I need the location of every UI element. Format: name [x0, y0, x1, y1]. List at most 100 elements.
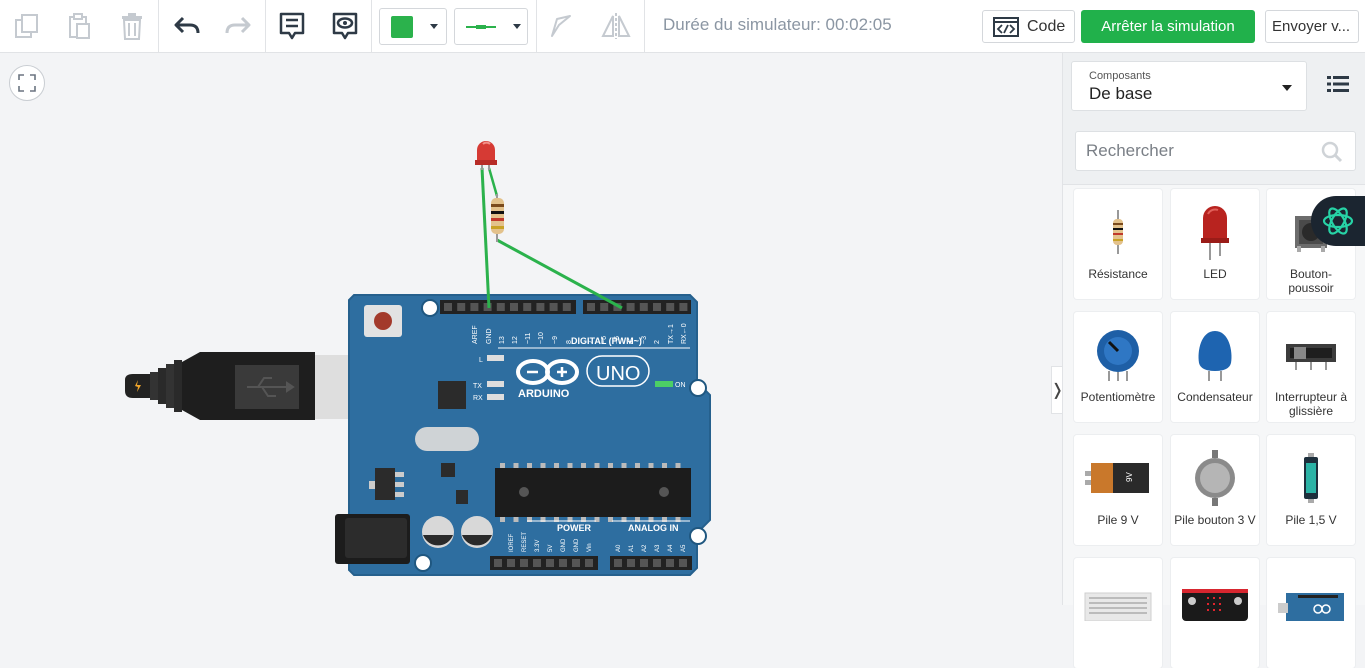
header-pin[interactable]: [444, 303, 452, 311]
component-led[interactable]: LED: [1171, 189, 1259, 299]
header-pin[interactable]: [585, 559, 593, 567]
chip-pin: [567, 463, 573, 468]
flip-button[interactable]: [598, 0, 634, 52]
analog-header-label: ANALOG IN: [628, 523, 679, 533]
visibility-button[interactable]: [328, 0, 362, 52]
wires[interactable]: [480, 167, 623, 310]
ai-assistant-icon: [1322, 207, 1354, 235]
chip-pin: [662, 463, 667, 468]
header-pin[interactable]: [507, 559, 515, 567]
component-microbit[interactable]: [1171, 558, 1259, 668]
component-potentiometer[interactable]: Potentiomètre: [1074, 312, 1162, 422]
header-pin[interactable]: [470, 303, 479, 311]
battery-9v-icon: 9V: [1085, 463, 1149, 493]
slide-switch-icon: [1286, 344, 1336, 370]
components-category-select[interactable]: Composants De base: [1071, 61, 1307, 111]
pin-label: ~5: [614, 336, 621, 344]
component-slide-switch[interactable]: Interrupteur à glissière: [1267, 312, 1355, 422]
header-pin[interactable]: [679, 559, 687, 567]
header-pin[interactable]: [457, 303, 466, 311]
pin-label: ~6: [601, 336, 608, 344]
stop-simulation-button[interactable]: Arrêter la simulation: [1081, 10, 1255, 43]
header-pin[interactable]: [666, 303, 675, 311]
header-pin[interactable]: [559, 559, 567, 567]
component-9v-battery[interactable]: 9V Pile 9 V: [1074, 435, 1162, 545]
chip-pin: [594, 517, 600, 522]
header-pin[interactable]: [626, 303, 635, 311]
delete-button[interactable]: [115, 0, 149, 52]
chip-pin: [648, 463, 654, 468]
redo-icon: [225, 16, 251, 34]
component-resistor[interactable]: Résistance: [1074, 189, 1162, 299]
header-pin[interactable]: [614, 559, 622, 567]
component-breadboard[interactable]: [1074, 558, 1162, 668]
header-pin[interactable]: [679, 303, 688, 311]
usb-icon: [247, 377, 295, 397]
chevron-down-icon: [513, 24, 521, 29]
header-pin[interactable]: [520, 559, 528, 567]
pin-label: IOREF: [509, 533, 515, 552]
send-to-button[interactable]: Envoyer v...: [1265, 10, 1359, 43]
search-icon[interactable]: [1321, 141, 1343, 163]
led-icon: [1201, 206, 1229, 260]
component-label: Pile 1,5 V: [1285, 513, 1337, 527]
header-pin[interactable]: [600, 303, 609, 311]
pin-label: 13: [499, 336, 506, 344]
resistor[interactable]: [491, 194, 504, 242]
component-aa-battery[interactable]: Pile 1,5 V: [1267, 435, 1355, 545]
paste-icon: [69, 13, 90, 39]
header-pin[interactable]: [523, 303, 532, 311]
undo-button[interactable]: [170, 0, 204, 52]
rx-led-label: RX: [473, 395, 483, 402]
pin-label: 4: [628, 340, 635, 344]
zoom-to-fit-button[interactable]: [9, 65, 45, 101]
chip-pin: [581, 517, 586, 522]
header-pin[interactable]: [496, 303, 505, 311]
list-view-button[interactable]: [1327, 75, 1349, 98]
header-pin[interactable]: [627, 559, 635, 567]
l-led-label: L: [479, 357, 483, 364]
component-capacitor[interactable]: Condensateur: [1171, 312, 1259, 422]
component-label: Résistance: [1088, 267, 1148, 281]
red-led[interactable]: [475, 141, 497, 170]
rotate-button[interactable]: [544, 0, 578, 52]
chip-pin: [527, 517, 532, 522]
chip-pin: [527, 463, 532, 468]
copy-button[interactable]: [10, 0, 44, 52]
header-pin[interactable]: [653, 303, 661, 311]
header-pin[interactable]: [640, 559, 648, 567]
header-pin[interactable]: [562, 303, 571, 311]
color-picker-dropdown[interactable]: [379, 8, 447, 45]
header-pin[interactable]: [546, 559, 554, 567]
components-panel: Composants De base Résistance LED Bouton…: [1062, 53, 1365, 668]
wire-style-dropdown[interactable]: [454, 8, 528, 45]
notes-button[interactable]: [275, 0, 309, 52]
ai-assistant-button[interactable]: [1311, 196, 1365, 246]
header-pin[interactable]: [549, 303, 558, 311]
chip-pin: [635, 517, 640, 522]
code-button[interactable]: Code: [982, 10, 1075, 43]
header-pin[interactable]: [653, 559, 661, 567]
component-coin-battery[interactable]: Pile bouton 3 V: [1171, 435, 1259, 545]
header-pin[interactable]: [639, 303, 648, 311]
redo-button[interactable]: [221, 0, 255, 52]
header-pin[interactable]: [536, 303, 545, 311]
chip-pin: [648, 517, 654, 522]
header-pin[interactable]: [510, 303, 518, 311]
header-pin[interactable]: [533, 559, 541, 567]
component-arduino[interactable]: [1267, 558, 1355, 668]
chevron-right-icon: ❭: [1050, 382, 1065, 399]
header-pin[interactable]: [572, 559, 580, 567]
header-pin[interactable]: [494, 559, 502, 567]
header-pin[interactable]: [666, 559, 674, 567]
search-input[interactable]: [1076, 132, 1306, 170]
pin-label: ~3: [641, 336, 648, 344]
rotate-icon: [551, 15, 571, 37]
chip-pin: [554, 463, 559, 468]
collapse-panel-button[interactable]: ❭: [1051, 366, 1064, 414]
pin-label: 7: [588, 340, 595, 344]
header-pin[interactable]: [587, 303, 595, 311]
paste-button[interactable]: [62, 0, 96, 52]
